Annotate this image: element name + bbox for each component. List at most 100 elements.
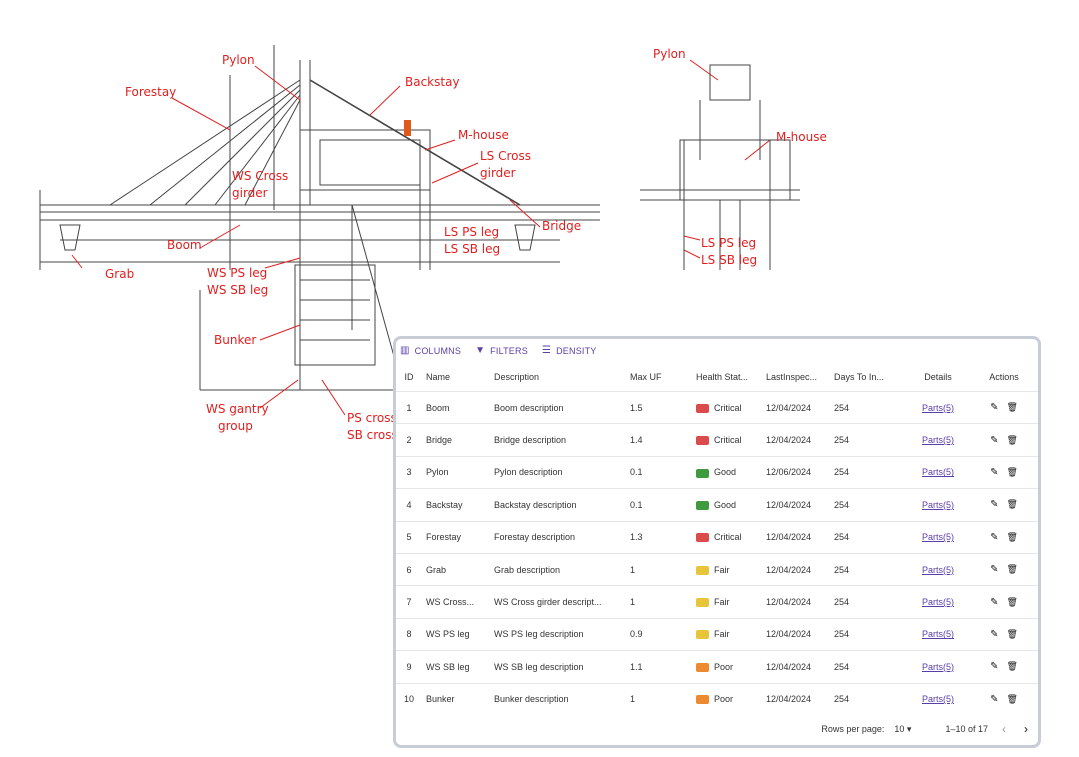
rows-per-page-select[interactable]: 10 ▾ <box>894 724 911 735</box>
parts-link[interactable]: Parts(5) <box>921 564 954 575</box>
cell-details: Parts(5) <box>906 650 970 684</box>
cell-details: Parts(5) <box>906 488 970 522</box>
cell-days-to: 254 <box>830 682 906 715</box>
columns-icon: ▥ <box>400 345 410 356</box>
column-header-description[interactable]: Description <box>494 372 540 382</box>
cell-days-to: 254 <box>830 617 906 651</box>
density-button[interactable]: ☰ DENSITY <box>542 346 597 357</box>
cell-actions: ✎🗑 <box>970 390 1038 424</box>
delete-icon[interactable]: 🗑 <box>1006 596 1018 607</box>
delete-icon[interactable]: 🗑 <box>1006 693 1018 704</box>
label-m-house-side: M-house <box>776 130 827 144</box>
label-ls-cross-1: LS Cross <box>480 149 532 163</box>
filters-button[interactable]: ▼ FILTERS <box>475 346 528 357</box>
cell-id: 9 <box>396 650 422 684</box>
label-pylon: Pylon <box>222 53 255 67</box>
cell-description: Pylon description <box>490 455 626 489</box>
health-status-swatch <box>696 533 709 543</box>
parts-link[interactable]: Parts(5) <box>921 629 954 640</box>
cell-last-inspection: 12/04/2024 <box>762 682 830 715</box>
column-header-health[interactable]: Health Stat... <box>696 372 749 382</box>
delete-icon[interactable]: 🗑 <box>1006 499 1018 510</box>
columns-button[interactable]: ▥ COLUMNS <box>400 345 461 357</box>
edit-icon[interactable]: ✎ <box>990 693 999 705</box>
edit-icon[interactable]: ✎ <box>990 402 999 414</box>
cell-details: Parts(5) <box>906 423 970 457</box>
delete-icon[interactable]: 🗑 <box>1006 531 1018 542</box>
parts-link[interactable]: Parts(5) <box>921 467 954 478</box>
column-header-max-uf[interactable]: Max UF <box>630 372 662 382</box>
cell-id: 1 <box>396 390 422 424</box>
delete-icon[interactable]: 🗑 <box>1006 466 1018 477</box>
data-grid: ▥ COLUMNS ▼ FILTERS ☰ DENSITY ID Name De… <box>393 336 1041 748</box>
cell-last-inspection: 12/04/2024 <box>762 488 830 522</box>
delete-icon[interactable]: 🗑 <box>1006 402 1018 413</box>
edit-icon[interactable]: ✎ <box>990 466 999 478</box>
cell-name: Boom <box>422 390 490 424</box>
cell-description: Bridge description <box>490 423 626 457</box>
cell-details: Parts(5) <box>906 390 970 424</box>
column-header-name[interactable]: Name <box>426 372 451 382</box>
delete-icon[interactable]: 🗑 <box>1006 564 1018 575</box>
parts-link[interactable]: Parts(5) <box>921 402 954 413</box>
edit-icon[interactable]: ✎ <box>990 434 999 446</box>
label-ws-cross-1: WS Cross <box>232 169 289 183</box>
cell-actions: ✎🗑 <box>970 552 1038 586</box>
parts-link[interactable]: Parts(5) <box>921 661 954 672</box>
cell-max-uf: 0.1 <box>626 455 692 489</box>
delete-icon[interactable]: 🗑 <box>1006 434 1018 445</box>
cell-days-to: 254 <box>830 488 906 522</box>
cell-id: 2 <box>396 423 422 457</box>
edit-icon[interactable]: ✎ <box>990 628 999 640</box>
cell-id: 10 <box>396 682 422 715</box>
next-page-icon[interactable]: › <box>1024 722 1028 736</box>
parts-link[interactable]: Parts(5) <box>921 694 954 705</box>
cell-max-uf: 1.1 <box>626 650 692 684</box>
cell-id: 5 <box>396 520 422 554</box>
cell-description: Bunker description <box>490 682 626 715</box>
edit-icon[interactable]: ✎ <box>990 531 999 543</box>
parts-link[interactable]: Parts(5) <box>921 532 954 543</box>
column-header-days-to[interactable]: Days To In... <box>834 372 884 382</box>
parts-link[interactable]: Parts(5) <box>921 435 954 446</box>
edit-icon[interactable]: ✎ <box>990 564 999 576</box>
cell-description: WS Cross girder descript... <box>490 585 626 619</box>
health-status-swatch <box>696 565 709 575</box>
parts-link[interactable]: Parts(5) <box>921 597 954 608</box>
density-label: DENSITY <box>556 346 597 356</box>
column-header-details[interactable]: Details <box>924 372 952 382</box>
edit-icon[interactable]: ✎ <box>990 499 999 511</box>
cell-last-inspection: 12/04/2024 <box>762 585 830 619</box>
cell-id: 4 <box>396 488 422 522</box>
delete-icon[interactable]: 🗑 <box>1006 661 1018 672</box>
column-header-actions[interactable]: Actions <box>989 372 1019 382</box>
health-status-text: Fair <box>714 596 730 607</box>
cell-actions: ✎🗑 <box>970 520 1038 554</box>
cell-actions: ✎🗑 <box>970 650 1038 684</box>
label-ws-sb-leg: WS SB leg <box>207 283 269 297</box>
edit-icon[interactable]: ✎ <box>990 596 999 608</box>
label-ls-sb-leg: LS SB leg <box>444 242 501 256</box>
parts-link[interactable]: Parts(5) <box>921 499 954 510</box>
edit-icon[interactable]: ✎ <box>990 661 999 673</box>
cell-days-to: 254 <box>830 423 906 457</box>
column-header-last-inspection[interactable]: LastInspec... <box>766 372 818 382</box>
previous-page-icon[interactable]: ‹ <box>1002 722 1006 736</box>
delete-icon[interactable]: 🗑 <box>1006 628 1018 639</box>
column-header-id[interactable]: ID <box>404 372 414 382</box>
health-status-text: Fair <box>714 629 730 640</box>
cell-max-uf: 1 <box>626 585 692 619</box>
pagination: Rows per page: 10 ▾ 1–10 of 17 ‹ › <box>396 719 1038 739</box>
label-ws-gantry-2: group <box>218 419 253 433</box>
